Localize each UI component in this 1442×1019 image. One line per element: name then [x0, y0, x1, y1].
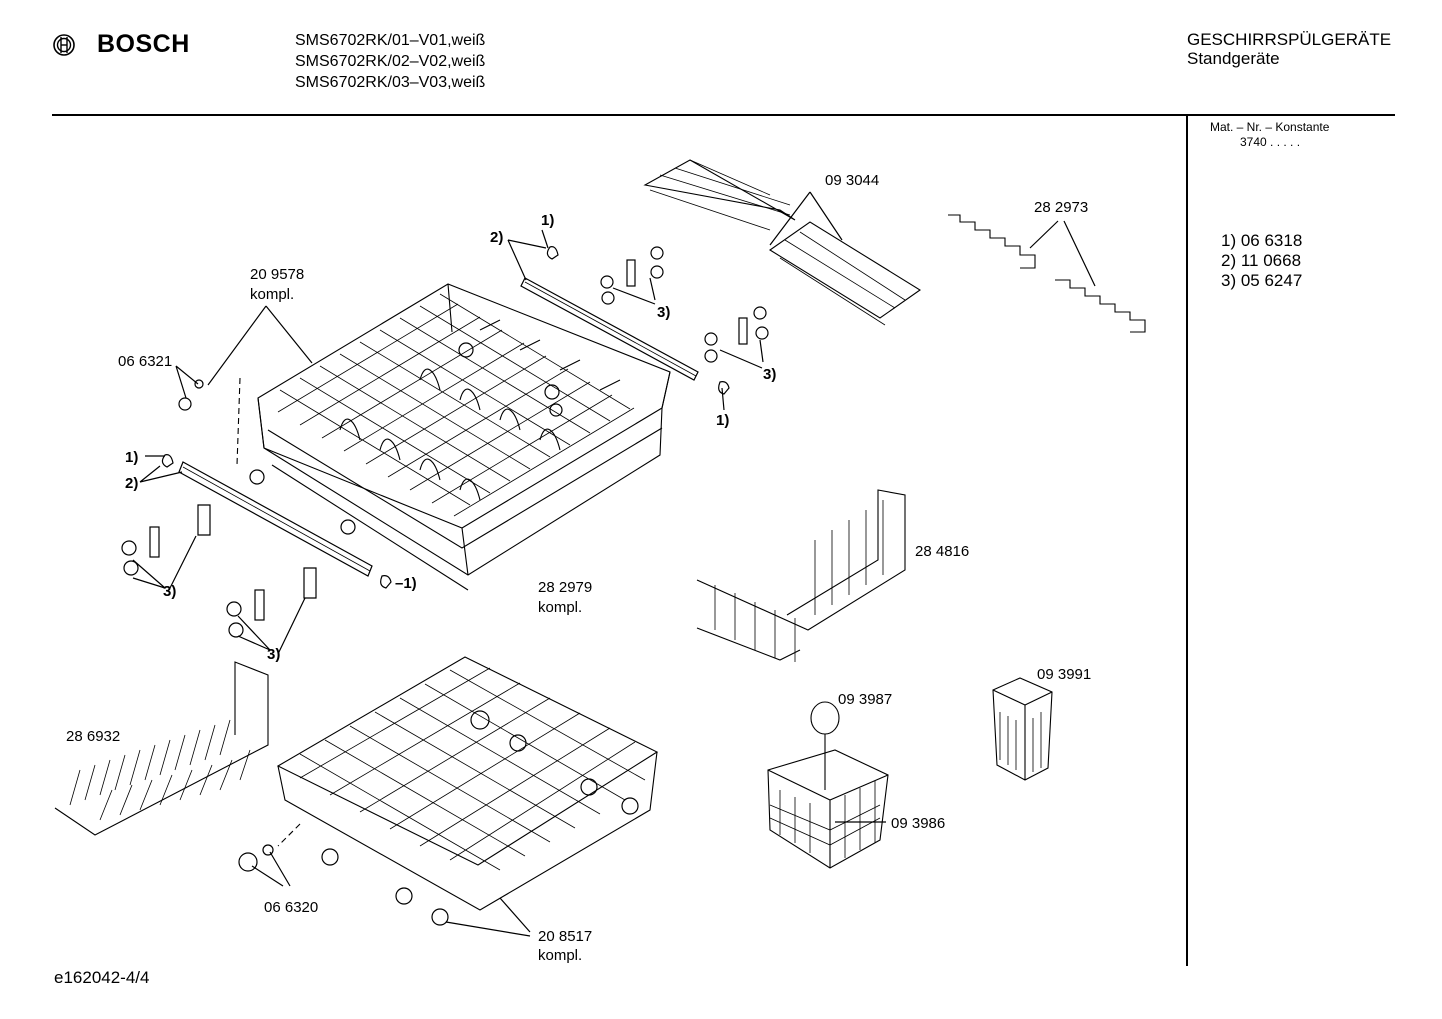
part-label: 28 2979	[538, 579, 593, 596]
footnote-legend: 1) 06 6318 2) 11 0668 3) 05 6247	[1221, 231, 1302, 291]
part-label: 09 3987	[838, 691, 893, 708]
document-id: e162042-4/4	[54, 968, 150, 987]
leader-lines	[132, 191, 1096, 937]
part-label: 28 2973	[1034, 199, 1089, 216]
callout-1: 1)	[716, 412, 730, 429]
part-label: 20 8517	[538, 928, 593, 945]
part-label: 06 6320	[264, 899, 319, 916]
category-block: GESCHIRRSPÜLGERÄTE Standgeräte	[1187, 30, 1391, 68]
legend-item: 3) 05 6247	[1221, 271, 1303, 290]
part-label: 20 9578	[250, 266, 305, 283]
bosch-logo-icon	[53, 33, 75, 56]
small-insert-drawing	[992, 677, 1053, 781]
brand-name: BOSCH	[97, 30, 190, 58]
mat-constant: Mat. – Nr. – Konstante 3740 . . . . .	[1210, 120, 1329, 150]
upper-basket-drawing	[249, 283, 671, 591]
part-label: 28 6932	[66, 728, 121, 745]
part-label: 28 4816	[915, 543, 970, 560]
callout-1: 1)	[125, 449, 139, 466]
part-label: 09 3044	[825, 172, 880, 189]
callout-3: 3)	[163, 583, 177, 600]
mat-value: 3740 . . . . .	[1240, 135, 1301, 149]
upper-rail-right	[520, 246, 699, 381]
plate-rack-drawing	[54, 661, 269, 836]
model-line: SMS6702RK/02–V02,weiß	[295, 53, 486, 70]
callout-1: –1)	[395, 575, 417, 592]
model-list: SMS6702RK/01–V01,weiß SMS6702RK/02–V02,w…	[295, 30, 485, 93]
callout-3: 3)	[763, 366, 777, 383]
callout-3: 3)	[267, 646, 281, 663]
category-subtitle: Standgeräte	[1187, 49, 1280, 68]
roller-clips	[121, 246, 769, 638]
model-line: SMS6702RK/01–V01,weiß	[295, 32, 486, 49]
callout-2: 2)	[490, 229, 504, 246]
callout-3: 3)	[657, 304, 671, 321]
model-line: SMS6702RK/03–V03,weiß	[295, 74, 486, 91]
callout-2: 2)	[125, 475, 139, 492]
sidebar-divider	[1186, 116, 1188, 966]
upper-rail-left	[161, 381, 730, 589]
mat-label: Mat. – Nr. – Konstante	[1210, 120, 1330, 134]
cutlery-basket-drawing	[767, 701, 889, 869]
category-title: GESCHIRRSPÜLGERÄTE	[1187, 30, 1392, 49]
part-label: 09 3986	[891, 815, 946, 832]
part-label: 06 6321	[118, 353, 173, 370]
legend-item: 1) 06 6318	[1221, 231, 1303, 250]
rail-steps-drawing	[948, 214, 1146, 333]
header-divider	[52, 114, 1395, 116]
legend-item: 2) 11 0668	[1221, 251, 1302, 270]
part-label-sub: kompl.	[538, 599, 583, 616]
part-label-sub: kompl.	[250, 286, 295, 303]
callout-1: 1)	[541, 212, 555, 229]
part-label-sub: kompl.	[538, 947, 583, 964]
rack-insert-drawing	[696, 489, 906, 662]
lower-basket-drawing	[238, 656, 659, 926]
brand-block: BOSCH	[53, 30, 190, 59]
part-label: 09 3991	[1037, 666, 1092, 683]
